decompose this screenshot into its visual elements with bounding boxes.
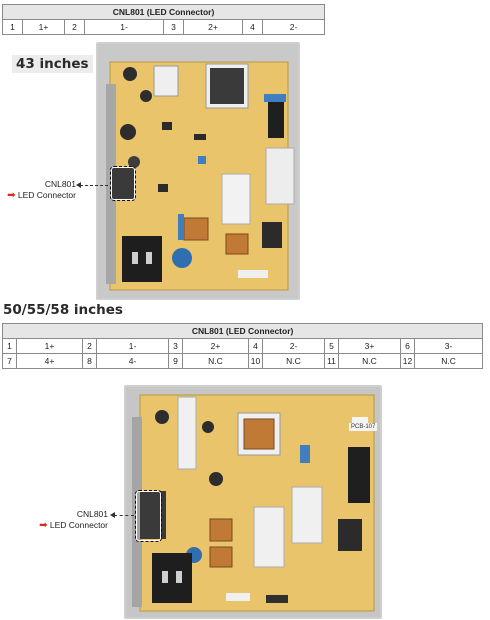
section-title-43: 43 inches: [12, 55, 93, 73]
pin-signal: 4+: [16, 353, 83, 369]
table-row: 1 1+ 2 1- 3 2+ 4 2- 5 3+ 6 3-: [2, 338, 484, 354]
table-row: 7 4+ 8 4- 9 N.C 10 N.C 11 N.C 12 N.C: [2, 353, 484, 369]
pin-number: 5: [324, 338, 339, 354]
pin-number: 12: [400, 353, 415, 369]
section-title-50-55-58: 50/55/58 inches: [3, 302, 123, 318]
pin-number: 10: [248, 353, 263, 369]
pin-signal: 1-: [84, 19, 164, 35]
pin-signal: 2+: [182, 338, 249, 354]
board-photo-43: [96, 42, 300, 300]
pin-number: 2: [82, 338, 97, 354]
table-row: 1 1+ 2 1- 3 2+ 4 2-: [2, 19, 326, 35]
pin-signal: 4-: [96, 353, 169, 369]
callout-pointer-43: [76, 182, 108, 188]
pin-number: 7: [2, 353, 17, 369]
pin-number: 9: [168, 353, 183, 369]
pin-number: 8: [82, 353, 97, 369]
pin-signal: N.C: [262, 353, 325, 369]
callout-desc: ➡ LED Connector: [34, 520, 108, 531]
pcb-illustration: [126, 387, 380, 617]
pcb-label: PCB-107: [349, 423, 378, 431]
callout-desc-text: LED Connector: [49, 520, 108, 530]
board-photo-50-55-58: [124, 385, 382, 619]
pin-number: 6: [400, 338, 415, 354]
pin-signal: 1+: [22, 19, 65, 35]
pin-signal: 1-: [96, 338, 169, 354]
pin-signal: N.C: [413, 353, 484, 369]
cnl801-highlight-50-55-58: [135, 490, 162, 542]
pin-number: 3: [168, 338, 183, 354]
pin-signal: 3+: [338, 338, 401, 354]
cnl801-table-43: CNL801 (LED Connector) 1 1+ 2 1- 3 2+ 4 …: [1, 4, 326, 35]
callout-desc: ➡ LED Connector: [0, 190, 76, 201]
table-title: CNL801 (LED Connector): [1, 323, 484, 339]
callout-desc-text: LED Connector: [17, 190, 76, 200]
pin-number: 11: [324, 353, 339, 369]
pin-number: 2: [64, 19, 85, 35]
red-arrow-icon: ➡: [39, 520, 48, 531]
pin-number: 1: [2, 338, 17, 354]
pin-signal: 1+: [16, 338, 83, 354]
pin-signal: 3-: [413, 338, 484, 354]
pin-number: 3: [163, 19, 184, 35]
callout-pointer-50-55-58: [110, 512, 134, 518]
cnl801-highlight-43: [110, 166, 136, 201]
pin-number: 1: [2, 19, 23, 35]
table-title: CNL801 (LED Connector): [1, 4, 326, 20]
pin-number: 4: [248, 338, 263, 354]
callout-43: CNL801 ➡ LED Connector: [0, 179, 76, 201]
cnl801-table-50-55-58: CNL801 (LED Connector) 1 1+ 2 1- 3 2+ 4 …: [1, 323, 484, 369]
pin-signal: 2-: [262, 338, 325, 354]
pin-signal: 2-: [261, 19, 326, 35]
callout-name: CNL801: [76, 509, 108, 519]
red-arrow-icon: ➡: [7, 190, 16, 201]
pin-signal: 2+: [183, 19, 243, 35]
callout-50-55-58: CNL801 ➡ LED Connector: [34, 509, 108, 531]
pin-number: 4: [242, 19, 263, 35]
pin-signal: N.C: [338, 353, 401, 369]
callout-name: CNL801: [44, 179, 76, 189]
pin-signal: N.C: [182, 353, 249, 369]
pcb-illustration: [98, 44, 298, 298]
